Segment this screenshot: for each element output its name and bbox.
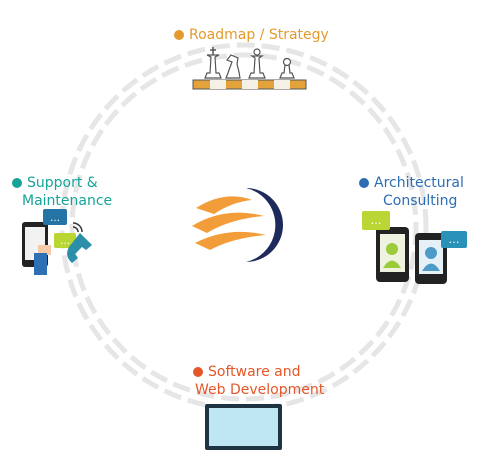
support-line1: Support & (27, 175, 98, 191)
software-line2: Web Development (195, 382, 325, 398)
software-label: Software and Web Development (193, 363, 324, 399)
software-dot (193, 367, 203, 377)
chess-pieces-icon (192, 47, 307, 90)
software-line1: Software and (208, 364, 301, 380)
roadmap-label: Roadmap / Strategy (174, 26, 329, 44)
roadmap-dot (174, 30, 184, 40)
support-dot (12, 178, 22, 188)
svg-text:…: … (449, 233, 460, 246)
svg-text:…: … (60, 236, 70, 247)
architecture-line2: Consulting (383, 193, 458, 209)
roadmap-text: Roadmap / Strategy (189, 27, 329, 43)
mobile-chat-icon: … … (362, 211, 467, 284)
architecture-dot (359, 178, 369, 188)
support-label: Support & Maintenance (12, 174, 112, 210)
svg-text:…: … (371, 214, 382, 227)
svg-text:…: … (50, 213, 60, 224)
architecture-line1: Architectural (374, 175, 464, 191)
company-logo-icon (192, 188, 283, 262)
phone-support-icon: … … (22, 209, 92, 275)
architecture-label: Architectural Consulting (359, 174, 464, 210)
support-line2: Maintenance (22, 193, 113, 209)
monitor-icon (205, 404, 282, 450)
